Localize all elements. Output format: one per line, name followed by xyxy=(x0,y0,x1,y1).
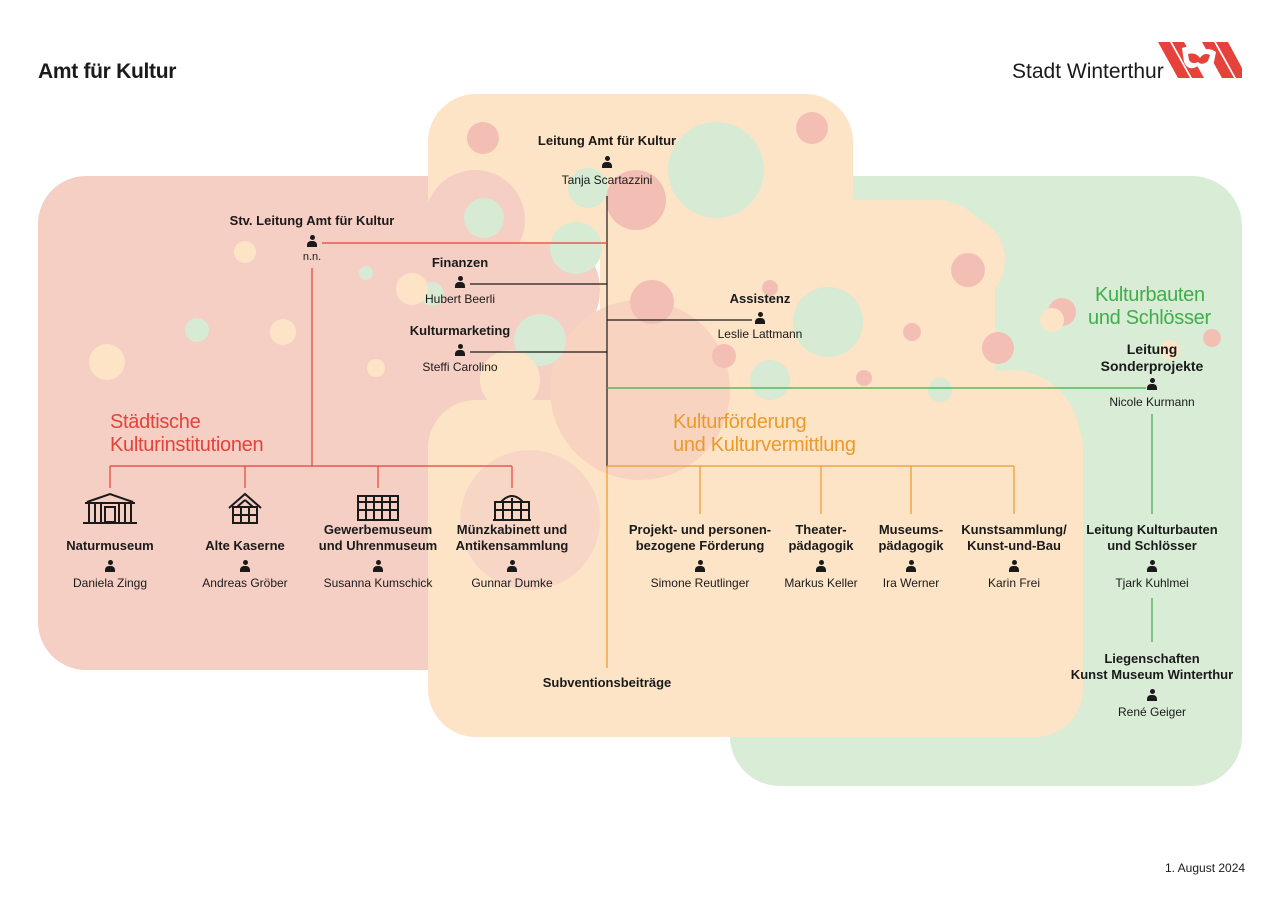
unit-kunstsammlung: Kunstsammlung/ Kunst-und-Bau xyxy=(961,522,1066,554)
unit-person-name: Markus Keller xyxy=(784,576,858,590)
person-icon xyxy=(240,560,250,572)
stv-title: Stv. Leitung Amt für Kultur xyxy=(229,213,395,228)
kulturbauten-heading-line1: Kulturbauten xyxy=(1095,284,1205,306)
unit-person-name: Karin Frei xyxy=(987,576,1041,590)
unit-line2: Kunst-und-Bau xyxy=(967,538,1061,553)
unit-line2: pädagogik xyxy=(878,538,944,553)
person-icon xyxy=(1009,560,1019,572)
unit-line2: pädagogik xyxy=(788,538,854,553)
unit-person-name: Simone Reutlinger xyxy=(650,576,750,590)
liegenschaften-name: René Geiger xyxy=(1117,705,1187,719)
unit-theaterpaedagogik: Theater- pädagogik xyxy=(788,522,853,554)
unit-line2: bezogene Förderung xyxy=(635,538,765,553)
staedtische-heading-line1: Städtische xyxy=(110,411,201,433)
unit-line2: Sonderprojekte xyxy=(1100,358,1204,374)
unit-person-name: Gunnar Dumke xyxy=(471,576,553,590)
leitung-kulturbauten-title: Leitung Kulturbauten und Schlösser xyxy=(1086,522,1217,554)
unit-line1: Projekt- und personen- xyxy=(628,522,772,537)
person-icon xyxy=(105,560,115,572)
black-connectors xyxy=(470,196,752,468)
person-icon xyxy=(455,276,465,288)
person-icon xyxy=(906,560,916,572)
person-icon xyxy=(695,560,705,572)
house-icon xyxy=(228,492,262,524)
unit-museumspaedagogik: Museums- pädagogik xyxy=(878,522,943,554)
museum-building-icon xyxy=(83,492,137,524)
assistenz-name: Leslie Lattmann xyxy=(717,327,803,341)
person-icon xyxy=(1147,560,1157,572)
orange-connectors xyxy=(606,465,1015,668)
kulturmarketing-name: Steffi Carolino xyxy=(422,360,498,374)
green-connectors xyxy=(607,387,1153,642)
brand-name: Stadt Winterthur xyxy=(1012,60,1164,83)
sonderprojekte-name: Nicole Kurmann xyxy=(1109,395,1195,409)
liegenschaften-title: Liegenschaften Kunst Museum Winterthur xyxy=(1071,651,1233,683)
unit-line1: Leitung xyxy=(1126,341,1178,357)
unit-projektfoerderung: Projekt- und personen- bezogene Förderun… xyxy=(629,522,771,554)
foerderung-heading-line2: und Kulturvermittlung xyxy=(673,434,856,456)
kulturbauten-heading: Kulturbauten und Schlösser xyxy=(1088,284,1211,330)
person-icon xyxy=(455,344,465,356)
kulturbauten-heading-line2: und Schlösser xyxy=(1088,307,1211,329)
unit-alte-kaserne: Alte Kaserne xyxy=(205,538,284,554)
unit-line1: Museums- xyxy=(878,522,944,537)
person-icon xyxy=(307,235,317,247)
unit-person-name: Andreas Gröber xyxy=(202,576,288,590)
unit-person-name: Ira Werner xyxy=(882,576,940,590)
unit-person-name: Daniela Zingg xyxy=(72,576,148,590)
date-label: 1. August 2024 xyxy=(1165,861,1246,875)
person-icon xyxy=(373,560,383,572)
unit-naturmuseum: Naturmuseum xyxy=(66,538,153,554)
leitung-kulturbauten-name: Tjark Kuhlmei xyxy=(1115,576,1189,590)
finanzen-name: Hubert Beerli xyxy=(424,292,496,306)
staedtische-heading-line2: Kulturinstitutionen xyxy=(110,434,264,456)
assistenz-title: Assistenz xyxy=(729,291,791,306)
person-icon xyxy=(1147,378,1157,390)
unit-line1: Theater- xyxy=(795,522,847,537)
factory-building-icon xyxy=(357,495,399,521)
unit-person-name: Susanna Kumschick xyxy=(323,576,433,590)
unit-line2: Kunst Museum Winterthur xyxy=(1070,667,1234,682)
person-icon xyxy=(755,312,765,324)
red-connectors xyxy=(109,242,607,488)
unit-line2: Antikensammlung xyxy=(455,538,569,553)
villa-building-icon xyxy=(493,495,531,521)
person-icon xyxy=(602,156,612,168)
unit-line1: Alte Kaserne xyxy=(205,538,285,553)
page-title: Amt für Kultur xyxy=(38,60,177,83)
foerderung-heading-line1: Kulturförderung xyxy=(673,411,807,433)
unit-line1: Gewerbemuseum xyxy=(323,522,433,537)
foerderung-heading: Kulturförderung und Kulturvermittlung xyxy=(673,411,856,457)
unit-line1: Kunstsammlung/ xyxy=(961,522,1067,537)
unit-line1: Münzkabinett und xyxy=(456,522,568,537)
unit-line2: und Schlösser xyxy=(1107,538,1197,553)
sonderprojekte-title: Leitung Sonderprojekte xyxy=(1101,341,1204,375)
unit-line1: Naturmuseum xyxy=(66,538,154,553)
stv-name: n.n. xyxy=(302,251,322,263)
person-icon xyxy=(507,560,517,572)
subventionsbeitraege-label: Subventionsbeiträge xyxy=(542,675,672,690)
unit-line1: Leitung Kulturbauten xyxy=(1086,522,1218,537)
staedtische-heading: Städtische Kulturinstitutionen xyxy=(110,411,264,457)
winterthur-logo-icon xyxy=(1158,42,1242,78)
kulturmarketing-title: Kulturmarketing xyxy=(409,323,511,338)
person-icon xyxy=(816,560,826,572)
unit-line1: Liegenschaften xyxy=(1104,651,1200,666)
finanzen-title: Finanzen xyxy=(431,255,489,270)
person-icon xyxy=(1147,689,1157,701)
leitung-title: Leitung Amt für Kultur xyxy=(537,133,677,148)
unit-gewerbemuseum: Gewerbemuseum und Uhrenmuseum xyxy=(319,522,437,554)
unit-muenzkabinett: Münzkabinett und Antikensammlung xyxy=(456,522,569,554)
decorative-bubbles xyxy=(89,112,1221,410)
unit-line2: und Uhrenmuseum xyxy=(318,538,438,553)
leitung-name: Tanja Scartazzini xyxy=(561,173,653,187)
